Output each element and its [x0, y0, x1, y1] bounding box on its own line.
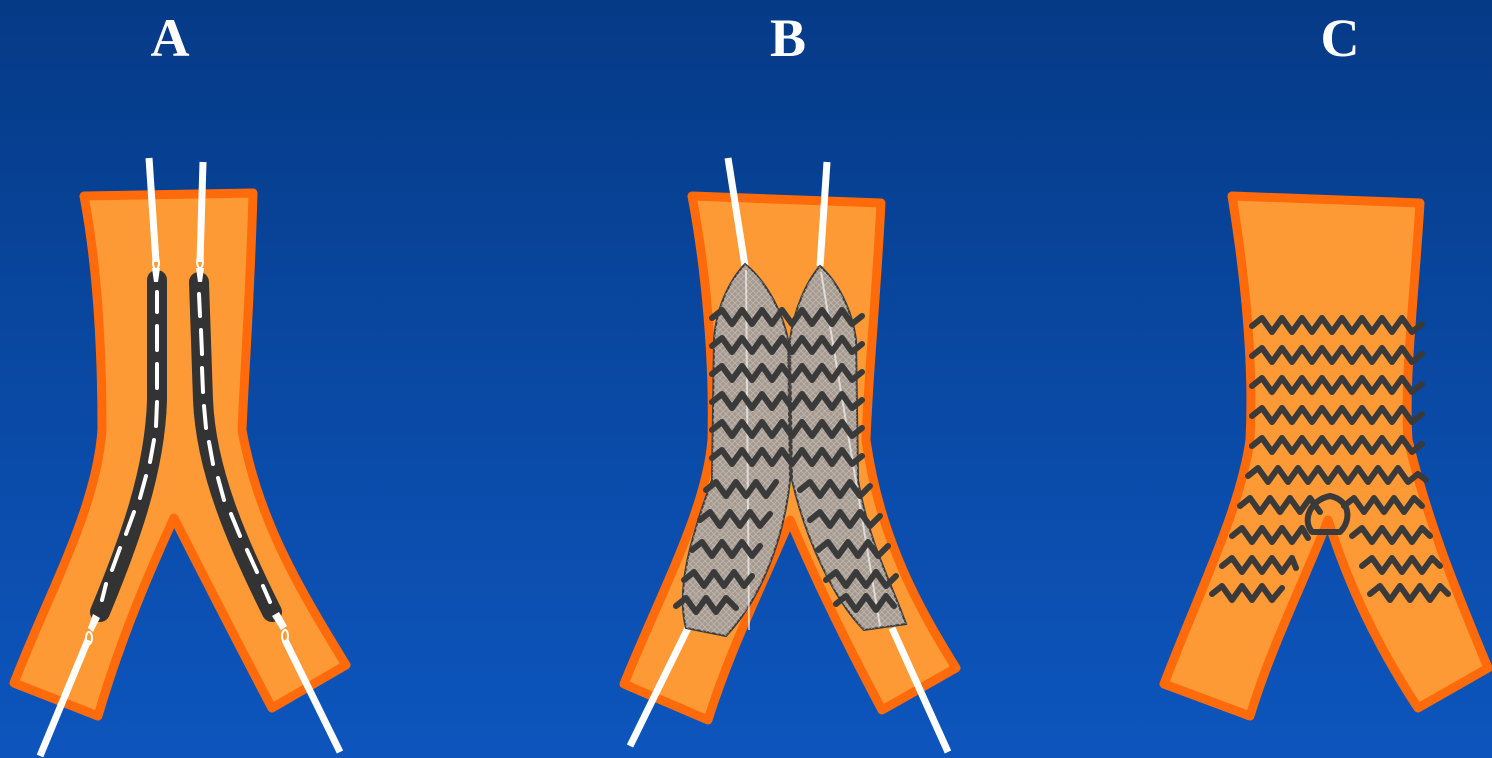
panel-a-bifurcated-vessel: [14, 193, 346, 716]
panel-b-diagram: [624, 158, 956, 752]
panel-a-diagram: [14, 158, 346, 756]
panel-c-diagram: [1164, 196, 1488, 716]
panel-a-guidewire-right-top: [200, 162, 203, 262]
panel-c-bifurcated-vessel: [1164, 196, 1488, 716]
